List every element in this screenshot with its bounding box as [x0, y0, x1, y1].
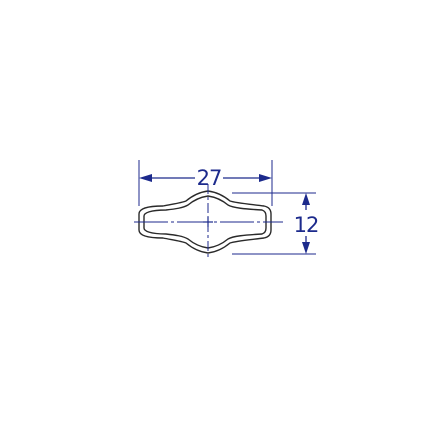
- center-lines: [134, 184, 283, 260]
- width-dimension-label: 27: [197, 166, 222, 190]
- height-dimension: [232, 192, 316, 255]
- height-arrowhead-bottom: [302, 242, 310, 254]
- width-arrowhead-right: [259, 174, 272, 182]
- inner-contour: [143, 195, 267, 249]
- width-arrowhead-left: [139, 174, 152, 182]
- width-dimension: [138, 160, 273, 206]
- height-dimension-label: 12: [294, 213, 319, 237]
- height-arrowhead-top: [302, 193, 310, 205]
